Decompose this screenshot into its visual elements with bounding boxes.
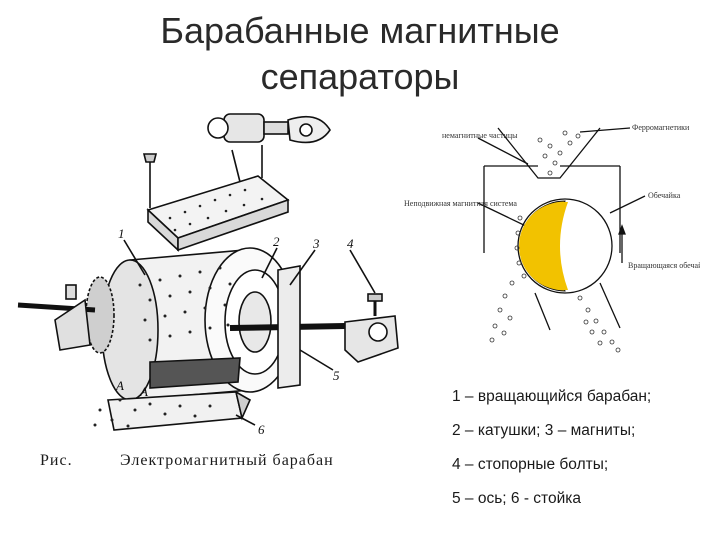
stand <box>277 265 301 389</box>
vibrator-motor <box>223 113 265 143</box>
callout-4: 4 <box>347 236 354 251</box>
callout-3: 3 <box>312 236 320 251</box>
label-shell: Обечайка <box>648 191 681 200</box>
label-stationary-magnet: Неподвижная магнитная система <box>404 199 517 208</box>
callout-2: 2 <box>273 234 280 249</box>
particle-stream <box>489 130 621 353</box>
label-nonmagnetic: немагнитные частицы <box>442 131 518 140</box>
legend-item: 4 – стопорные болты; <box>452 456 609 473</box>
callout-6: 6 <box>258 422 265 437</box>
legend: 1 – вращающийся барабан; 2 – катушки; 3 … <box>452 380 712 516</box>
caption-text: Электромагнитный барабан <box>120 452 334 469</box>
legend-item: 1 – вращающийся барабан; <box>452 388 652 405</box>
electromagnetic-drum-drawing: 1 2 3 4 5 6 А А <box>17 113 399 437</box>
figure-caption: Рис. Электромагнитный барабан <box>40 452 334 470</box>
callout-5: 5 <box>333 368 340 383</box>
separation-scheme-diagram: немагнитные частицы Ферромагнетики Непод… <box>404 123 700 353</box>
callout-1: 1 <box>118 226 125 241</box>
label-ferromagnetic: Ферромагнетики <box>632 123 690 132</box>
particle-dots <box>93 188 264 428</box>
legend-item: 5 – ось; 6 - стойка <box>452 490 582 507</box>
section-mark-a-2: А <box>139 384 148 399</box>
caption-prefix: Рис. <box>40 452 73 469</box>
legend-item: 2 – катушки; 3 – магниты; <box>452 422 636 439</box>
section-mark-a-1: А <box>115 378 124 393</box>
slide-title: Барабанные магнитные сепараторы <box>0 8 720 100</box>
label-rotating-shell: Вращающаяся обечайка <box>628 261 700 270</box>
title-line-2: сепараторы <box>260 56 460 97</box>
title-line-1: Барабанные магнитные <box>160 10 560 51</box>
feed-hopper <box>497 127 601 179</box>
